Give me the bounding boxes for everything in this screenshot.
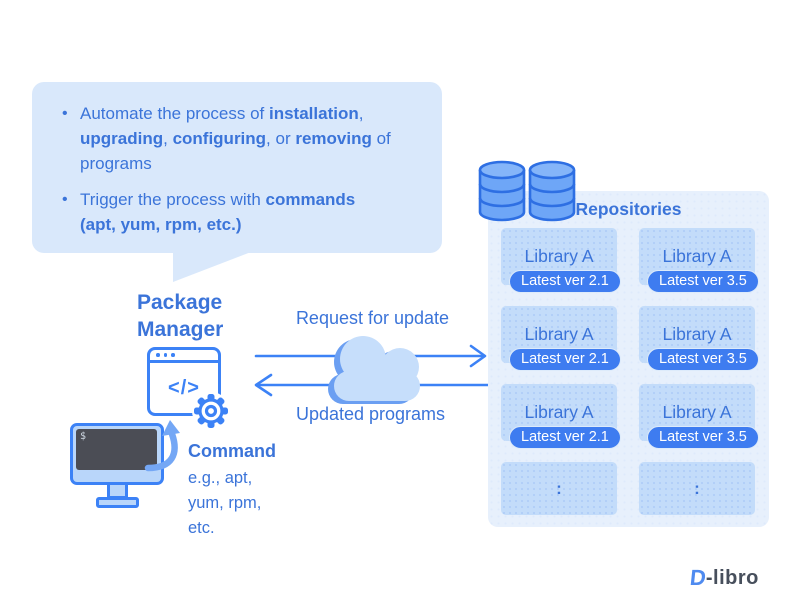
logo-d-mark: D <box>688 565 708 590</box>
arrow-right-head <box>469 344 487 368</box>
ellipsis-cell: : <box>639 462 755 519</box>
version-badge: Latest ver 2.1 <box>509 270 621 293</box>
library-cell: Library A Latest ver 2.1 <box>501 306 621 371</box>
bullet-text: , or <box>266 129 296 148</box>
library-name: Library A <box>662 324 732 344</box>
logo-text: -libro <box>705 566 759 589</box>
version-badge: Latest ver 2.1 <box>509 426 621 449</box>
terminal-prompt: $ <box>80 431 87 442</box>
library-cell: Library A Latest ver 3.5 <box>639 306 759 371</box>
repositories-panel: Repositories Library A Latest ver 2.1 Li… <box>488 191 769 527</box>
window-dot <box>163 353 167 357</box>
repositories-title: Repositories <box>575 199 682 219</box>
bullet-text-bold: upgrading <box>80 129 164 148</box>
bubble-bullet: Trigger the process with commands (apt, … <box>62 187 428 237</box>
bullet-text-bold: configuring <box>172 129 267 148</box>
info-bubble: Automate the process of installation, up… <box>32 82 442 253</box>
bullet-text-bold: removing <box>295 129 372 148</box>
bullet-text: , <box>163 129 173 148</box>
version-badge: Latest ver 3.5 <box>647 348 759 371</box>
version-badge: Latest ver 3.5 <box>647 426 759 449</box>
command-block: Command e.g., apt, yum, rpm, etc. <box>188 441 276 541</box>
bullet-text: of programs <box>80 129 391 173</box>
curved-up-arrow-icon <box>144 420 180 472</box>
bullet-text: Trigger the process with <box>80 190 266 209</box>
ellipsis-cell: : <box>501 462 617 519</box>
ellipsis: : <box>556 478 562 498</box>
library-name: Library A <box>662 402 732 422</box>
window-title-bar <box>150 350 218 363</box>
library-name: Library A <box>524 402 594 422</box>
database-icon <box>528 160 576 222</box>
bullet-text-bold: (apt, yum, rpm, etc.) <box>80 215 242 234</box>
version-badge: Latest ver 2.1 <box>509 348 621 371</box>
package-manager-title: Package Manager <box>137 291 224 341</box>
version-badge: Latest ver 3.5 <box>647 270 759 293</box>
bubble-bullet: Automate the process of installation, up… <box>62 101 428 176</box>
cloud-icon <box>328 336 420 404</box>
database-icon <box>478 160 526 222</box>
terminal-monitor-icon: $ <box>70 423 170 515</box>
dlibro-logo: D -libro <box>688 565 759 591</box>
bullet-text-bold: commands <box>265 190 356 209</box>
library-cell: Library A Latest ver 2.1 <box>501 384 621 449</box>
ellipsis-card: : <box>501 462 617 515</box>
bubble-list: Automate the process of installation, up… <box>32 82 442 237</box>
gear-icon <box>192 392 230 430</box>
monitor-base <box>96 497 139 508</box>
command-examples: e.g., apt, yum, rpm, etc. <box>188 469 262 537</box>
library-name: Library A <box>524 324 594 344</box>
ellipsis: : <box>694 478 700 498</box>
library-cell: Library A Latest ver 2.1 <box>501 228 621 293</box>
ellipsis-card: : <box>639 462 755 515</box>
code-glyph: </> <box>168 376 200 399</box>
database-icons <box>478 160 576 222</box>
library-cell: Library A Latest ver 3.5 <box>639 384 759 449</box>
bullet-text-bold: installation <box>269 104 359 123</box>
library-cell: Library A Latest ver 3.5 <box>639 228 759 293</box>
library-name: Library A <box>524 246 594 266</box>
updated-programs-label: Updated programs <box>295 404 446 424</box>
arrow-left-head <box>254 373 273 397</box>
bullet-text: Automate the process of <box>80 104 269 123</box>
terminal-screen: $ <box>76 429 157 470</box>
request-for-update-label: Request for update <box>295 308 450 328</box>
command-title: Command <box>188 441 277 461</box>
bullet-text: , <box>358 104 364 123</box>
window-dot <box>156 353 160 357</box>
library-name: Library A <box>662 246 732 266</box>
monitor-frame: $ <box>70 423 164 485</box>
window-dot <box>171 353 175 357</box>
